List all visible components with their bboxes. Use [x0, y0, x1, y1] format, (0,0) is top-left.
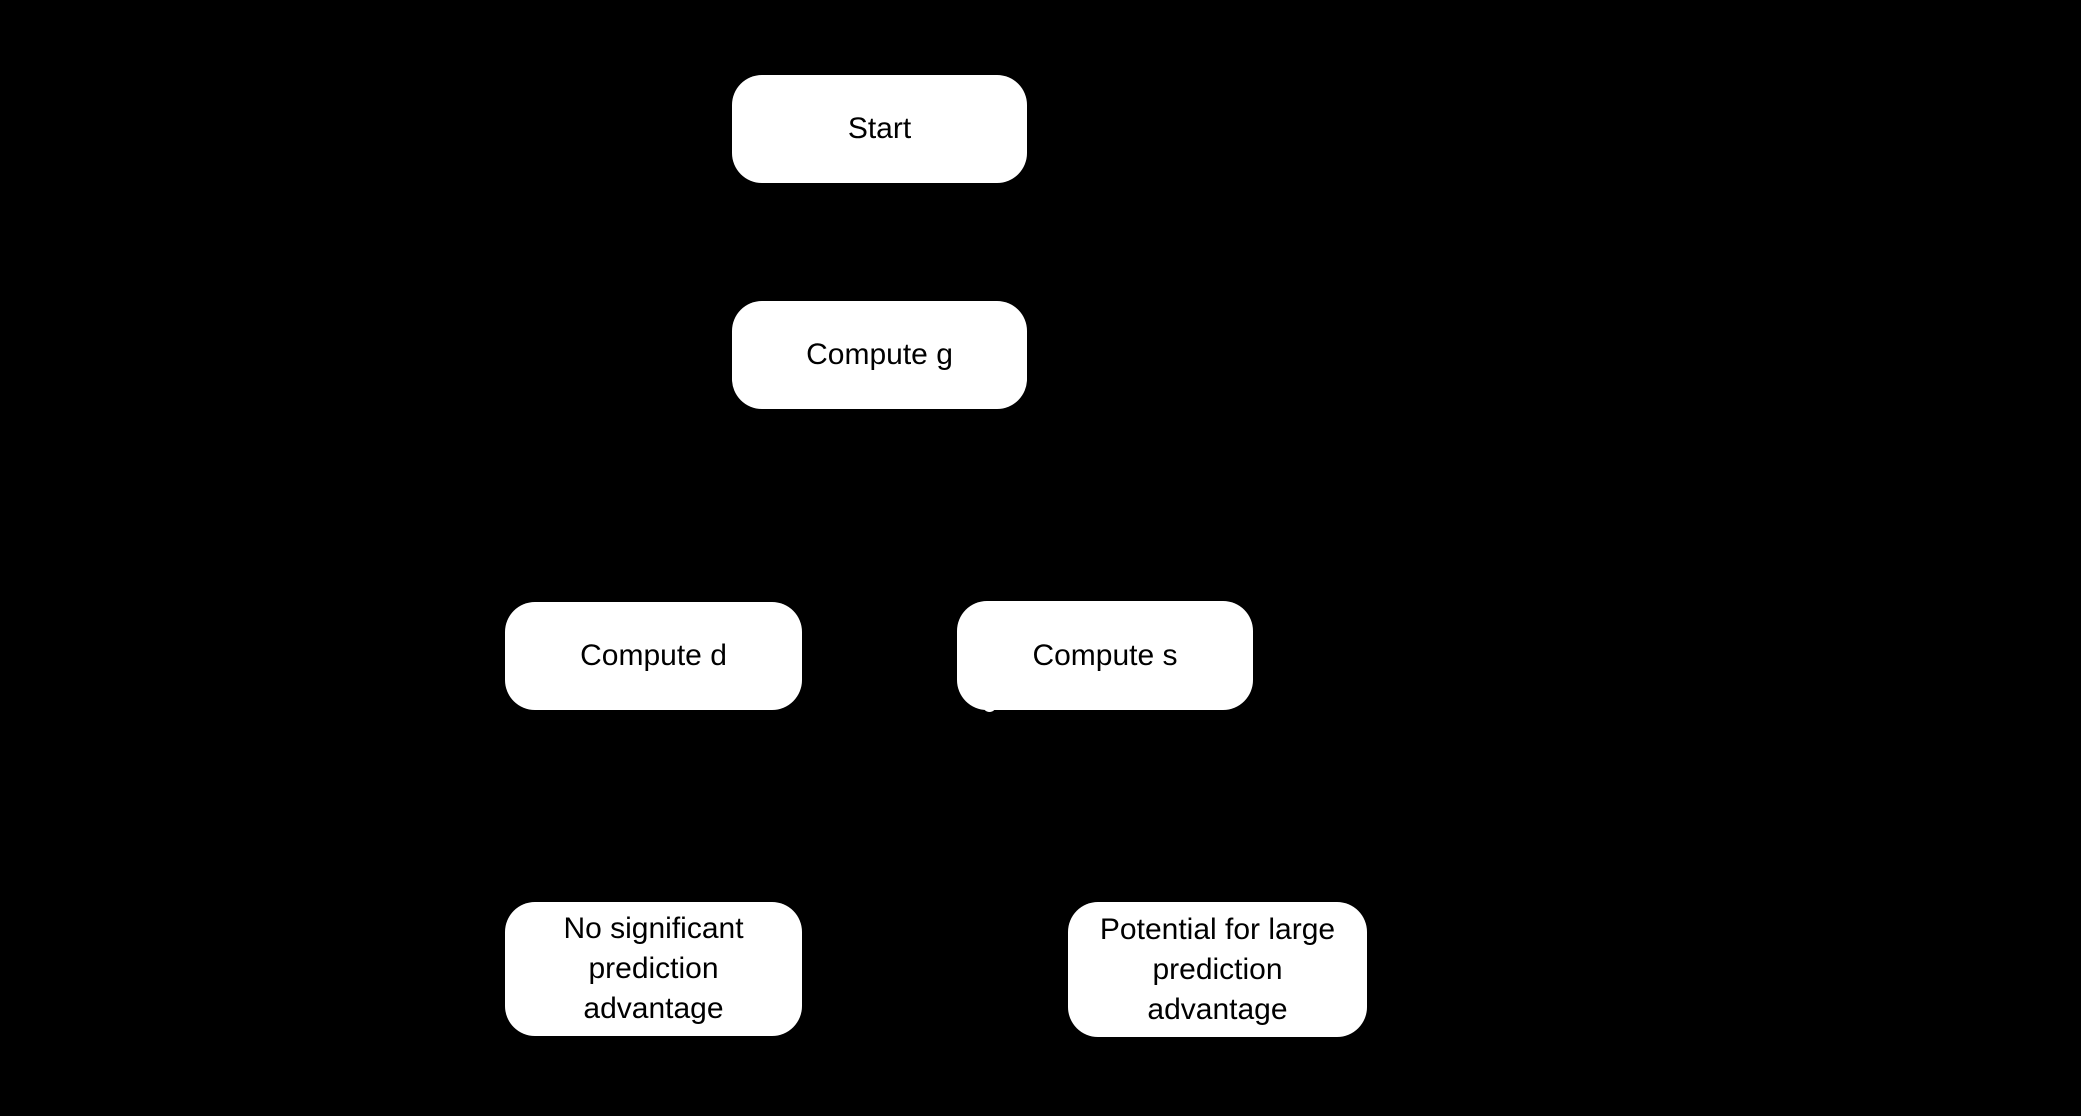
- node-compute-s: Compute s: [957, 601, 1253, 710]
- node-compute-g-label: Compute g: [806, 338, 953, 371]
- node-compute-g: Compute g: [732, 301, 1027, 409]
- node-compute-d: Compute d: [505, 602, 802, 710]
- node-compute-d-label: Compute d: [580, 639, 727, 672]
- node-large-prediction-advantage-label: Potential for large prediction advantage: [1099, 912, 1336, 1026]
- node-start: Start: [732, 75, 1027, 183]
- stray-mark: [983, 699, 996, 712]
- node-compute-s-label: Compute s: [1032, 638, 1178, 672]
- node-no-prediction-advantage-label: No significant prediction advantage: [563, 912, 744, 1025]
- node-no-prediction-advantage: No significant prediction advantage: [505, 902, 802, 1036]
- node-large-prediction-advantage: Potential for large prediction advantage: [1068, 902, 1367, 1037]
- node-start-label: Start: [847, 112, 912, 145]
